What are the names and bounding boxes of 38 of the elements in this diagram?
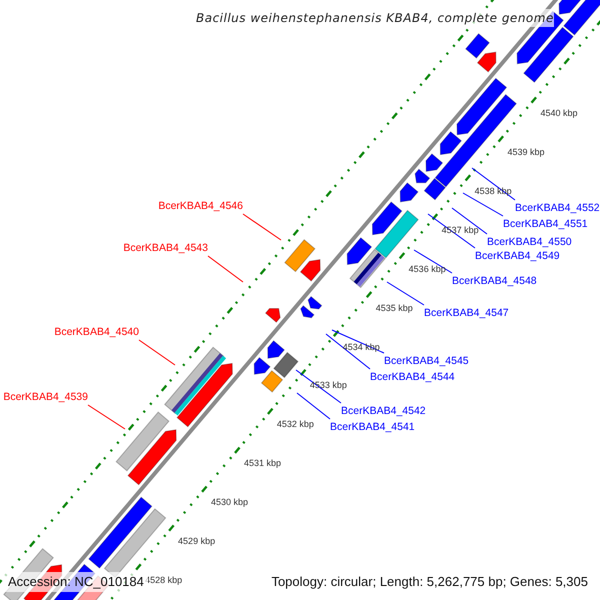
title: Bacillus weihenstephanensis KBAB4, complete genome bbox=[196, 9, 554, 27]
leader-line bbox=[452, 208, 488, 234]
gene-label: BcerKBAB4_4545 bbox=[384, 353, 469, 369]
leader-line bbox=[462, 192, 504, 216]
leader-line bbox=[88, 404, 126, 430]
leader-line bbox=[138, 340, 176, 366]
leader-line bbox=[428, 214, 476, 248]
position-label: 4529 kbp bbox=[178, 535, 216, 548]
leader-line bbox=[326, 334, 370, 370]
gene-label: BcerKBAB4_4548 bbox=[452, 273, 537, 289]
leader-line bbox=[208, 256, 244, 282]
gene-label: BcerKBAB4_4541 bbox=[330, 419, 415, 435]
leader-line bbox=[296, 370, 342, 404]
gene-label: BcerKBAB4_4551 bbox=[503, 216, 588, 232]
leader-line bbox=[296, 392, 330, 420]
leader-line bbox=[414, 250, 452, 274]
gene-label: BcerKBAB4_4552 bbox=[515, 200, 600, 216]
position-label: 4531 kbp bbox=[244, 457, 281, 470]
gene-label: BcerKBAB4_4549 bbox=[475, 248, 560, 264]
position-label: 4536 kbp bbox=[408, 262, 446, 275]
gene-label: BcerKBAB4_4542 bbox=[341, 403, 426, 419]
position-label: 4540 kbp bbox=[540, 107, 578, 120]
leader-line bbox=[332, 330, 384, 354]
gene-label: BcerKBAB4_4546 bbox=[158, 198, 243, 214]
position-label: 4535 kbp bbox=[376, 302, 413, 314]
gene-label: BcerKBAB4_4540 bbox=[54, 324, 139, 340]
gene-label: BcerKBAB4_4547 bbox=[424, 305, 509, 321]
position-label: 4528 kbp bbox=[145, 574, 182, 586]
position-label: 4530 kbp bbox=[211, 496, 248, 508]
gene-label: BcerKBAB4_4544 bbox=[370, 369, 455, 385]
position-label: 4539 kbp bbox=[508, 146, 545, 158]
gene-label: BcerKBAB4_4550 bbox=[487, 234, 572, 250]
leader-line bbox=[386, 282, 424, 306]
leader-line bbox=[242, 214, 282, 240]
leader-line bbox=[472, 168, 516, 200]
gene-label: BcerKBAB4_4543 bbox=[123, 240, 208, 256]
position-label: 4532 kbp bbox=[276, 418, 314, 430]
gene-label: BcerKBAB4_4539 bbox=[3, 389, 88, 405]
